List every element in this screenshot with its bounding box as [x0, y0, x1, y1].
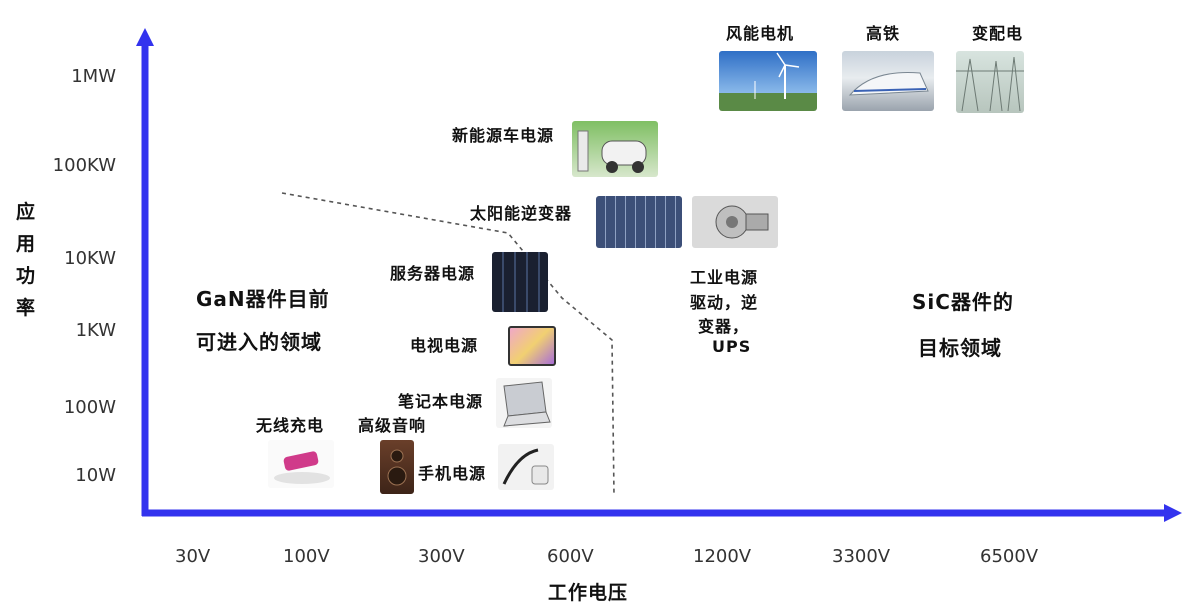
- industrial-power-label-line4: UPS: [712, 337, 752, 356]
- wind-turbine-image: [719, 51, 817, 111]
- industrial-power-label-line1: 工业电源: [690, 268, 759, 287]
- phone-power-label: 手机电源: [418, 464, 487, 483]
- substation-label: 变配电: [972, 24, 1024, 43]
- phone-charger-image: [498, 444, 554, 490]
- y-tick-label: 1KW: [75, 320, 116, 341]
- tv-image: [508, 326, 556, 366]
- industrial-power-label-line3: 变器，: [698, 317, 750, 336]
- substation-image: [956, 51, 1024, 113]
- x-tick-label: 1200V: [693, 546, 752, 567]
- y-axis-title-char: 功: [16, 265, 37, 287]
- x-tick-label: 300V: [418, 546, 465, 567]
- y-tick-label: 100KW: [52, 155, 116, 176]
- industrial-power-label-line2: 驱动，逆: [690, 293, 759, 312]
- wind-power-label: 风能电机: [726, 24, 795, 43]
- x-tick-label: 6500V: [980, 546, 1039, 567]
- solar-panel-image: [596, 196, 682, 248]
- y-axis-arrow: [136, 28, 154, 46]
- y-tick-label: 10W: [75, 465, 116, 486]
- x-tick-label: 30V: [175, 546, 211, 567]
- y-axis-title: 应 用 功 率: [16, 196, 40, 324]
- x-axis-arrow: [1164, 504, 1182, 522]
- sic-region-label-line1: SiC器件的: [912, 290, 1014, 314]
- server-power-label: 服务器电源: [390, 264, 476, 283]
- x-axis-title: 工作电压: [548, 582, 629, 604]
- tv-power-label: 电视电源: [410, 336, 479, 355]
- server-rack-image: [492, 252, 548, 312]
- gan-region-label-line1: GaN器件目前: [196, 287, 330, 311]
- y-tick-label: 10KW: [64, 248, 116, 269]
- sic-region-label-line2: 目标领域: [918, 336, 1002, 360]
- electric-car-image: [572, 121, 658, 177]
- laptop-image: [496, 378, 552, 428]
- high-speed-train-image: [842, 51, 934, 111]
- wireless-charger-image: [268, 440, 334, 488]
- y-axis-title-char: 应: [16, 201, 37, 223]
- wireless-charging-label: 无线充电: [256, 416, 325, 435]
- y-axis-title-char: 率: [16, 297, 37, 319]
- high-speed-rail-label: 高铁: [866, 24, 901, 43]
- solar-inverter-label: 太阳能逆变器: [470, 204, 573, 223]
- audio-speaker-image: [380, 440, 414, 494]
- audio-power-label: 高级音响: [358, 416, 427, 435]
- x-tick-label: 600V: [547, 546, 594, 567]
- industrial-motor-image: [692, 196, 778, 248]
- x-tick-label: 100V: [283, 546, 330, 567]
- gan-boundary-dashed-line: [281, 192, 615, 496]
- ev-power-label: 新能源车电源: [452, 126, 555, 145]
- y-axis-title-char: 用: [16, 233, 37, 255]
- x-tick-label: 3300V: [832, 546, 891, 567]
- y-tick-label: 1MW: [71, 66, 116, 87]
- y-tick-label: 100W: [63, 397, 116, 418]
- laptop-power-label: 笔记本电源: [398, 392, 484, 411]
- gan-region-label-line2: 可进入的领域: [196, 330, 322, 354]
